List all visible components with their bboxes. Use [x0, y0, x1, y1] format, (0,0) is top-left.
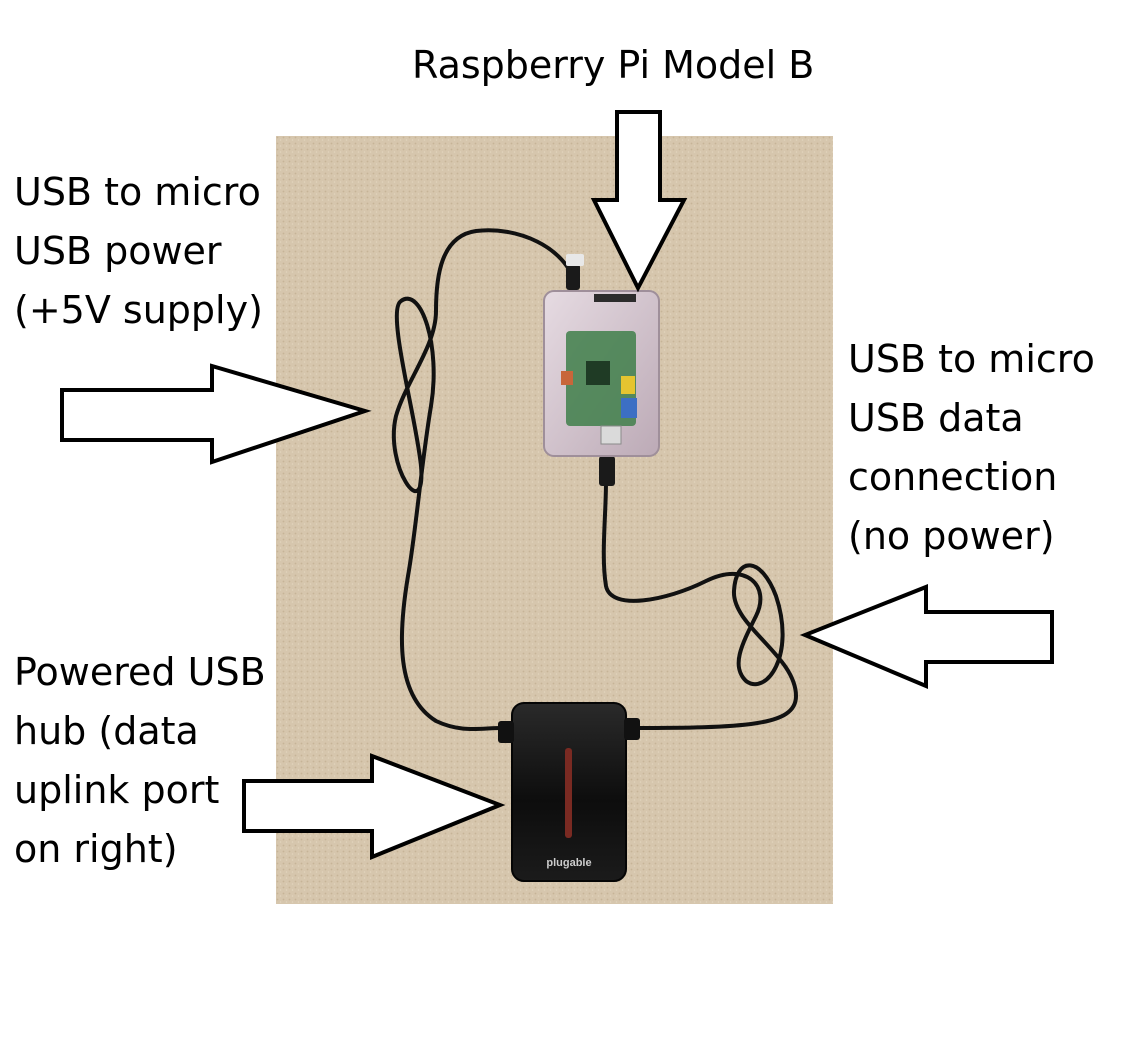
data-cable-label-line-2: USB data: [848, 396, 1024, 440]
pi-blue-connector: [621, 398, 637, 418]
power-cable-label-line-1: USB to micro: [14, 170, 261, 214]
raspberry-pi-case: [543, 290, 660, 457]
pi-yellow-connector: [621, 376, 635, 394]
data-cable-label-line-1: USB to micro: [848, 337, 1095, 381]
pi-chip: [586, 361, 610, 385]
power-cable-label-line-3: (+5V supply): [14, 288, 263, 332]
hub-left-port: [498, 721, 514, 743]
usb-hub-label-line-4: on right): [14, 827, 178, 871]
power-cable-label: USB to micro USB power (+5V supply): [14, 163, 263, 340]
setup-photo: plugable: [276, 136, 833, 904]
power-cable-tag: [566, 254, 584, 266]
usb-hub-label-line-3: uplink port: [14, 768, 220, 812]
usb-hub-label: Powered USB hub (data uplink port on rig…: [14, 643, 266, 879]
raspberry-pi-label: Raspberry Pi Model B: [412, 36, 814, 95]
power-cable: [391, 228, 578, 732]
usb-hub: plugable: [498, 702, 640, 882]
power-cable-label-line-2: USB power: [14, 229, 222, 273]
usb-hub-label-line-2: hub (data: [14, 709, 199, 753]
pi-red-connector: [561, 371, 573, 385]
raspberry-pi-label-text: Raspberry Pi Model B: [412, 43, 815, 87]
data-cable-label: USB to micro USB data connection (no pow…: [848, 330, 1095, 566]
arrow-left-to-data-cable: [799, 584, 1054, 690]
pi-ethernet-port: [600, 425, 622, 445]
data-cable-plug: [599, 456, 615, 486]
usb-hub-label-line-1: Powered USB: [14, 650, 266, 694]
hub-right-port: [624, 718, 640, 740]
hub-led-strip: [565, 748, 572, 838]
hub-brand-logo: plugable: [546, 857, 591, 869]
data-cable: [601, 479, 799, 730]
power-cable-plug: [566, 264, 580, 290]
data-cable-label-line-4: (no power): [848, 514, 1055, 558]
data-cable-label-line-3: connection: [848, 455, 1058, 499]
pi-sd-slot: [594, 294, 636, 302]
